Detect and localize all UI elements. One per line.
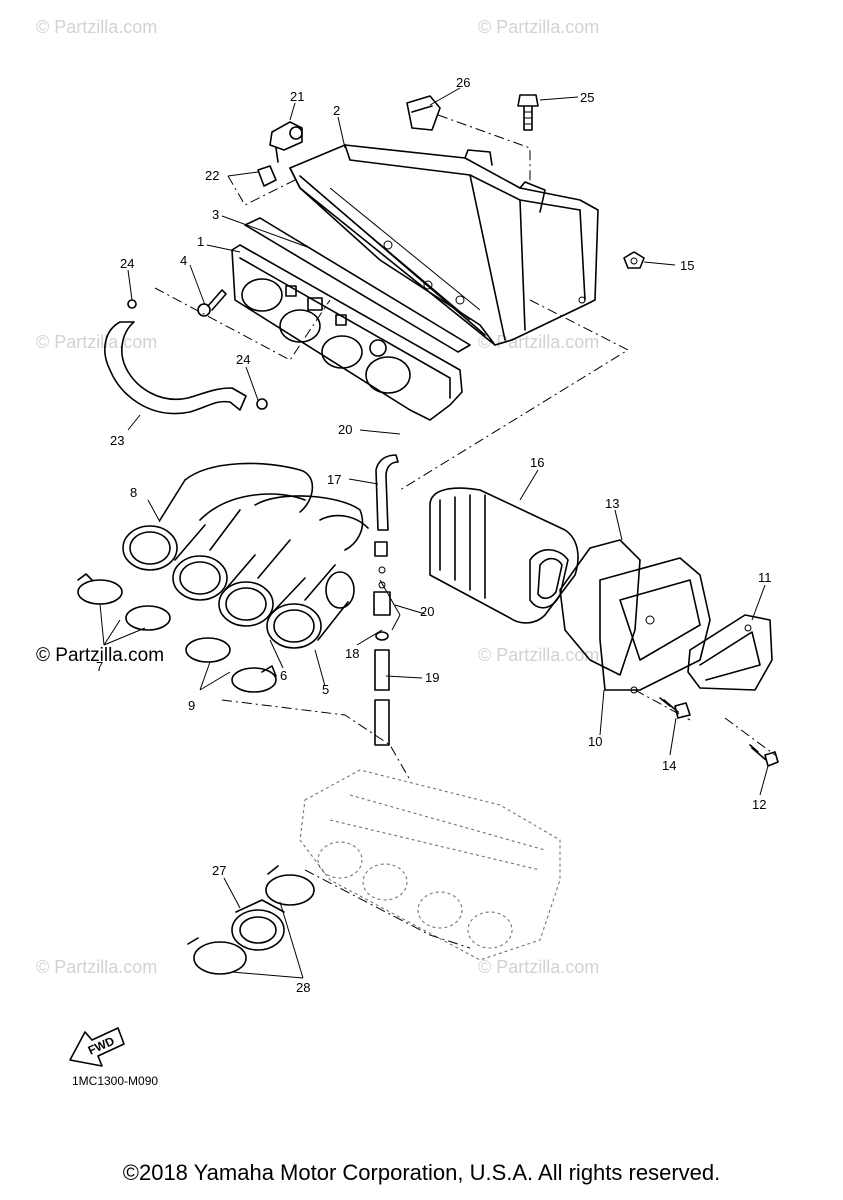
- watermark: © Partzilla.com: [36, 17, 157, 37]
- drain-pipe: [375, 454, 399, 531]
- callout-25: 25: [580, 90, 594, 105]
- screw: [197, 289, 227, 317]
- case-gasket: [244, 217, 471, 353]
- intake-joints: [122, 462, 369, 649]
- hose-clip: [257, 165, 277, 187]
- callout-12: 12: [752, 797, 766, 812]
- callout-3: 3: [212, 207, 219, 222]
- throttle-body-outline: [299, 769, 561, 961]
- callout-27: 27: [212, 863, 226, 878]
- fwd-arrow-icon: FWD: [69, 1027, 125, 1067]
- callout-28: 28: [296, 980, 310, 995]
- watermark: © Partzilla.com: [478, 645, 599, 665]
- joint-27: [231, 899, 285, 951]
- case-bolt: [517, 94, 539, 131]
- callout-18: 18: [345, 646, 359, 661]
- air-filter-case: [289, 144, 599, 346]
- callout-23: 23: [110, 433, 124, 448]
- callouts: 21 2 26 25 22 3 1 4 24 15 24 23 20 17 16…: [96, 75, 772, 995]
- drain-hose: [374, 649, 390, 746]
- diagram-code: 1MC1300-M090: [72, 1074, 158, 1088]
- screw-14: [659, 697, 691, 719]
- watermark: © Partzilla.com: [478, 957, 599, 977]
- nut: [623, 251, 645, 269]
- hose-clamps: [77, 573, 277, 693]
- callout-5: 5: [322, 682, 329, 697]
- callout-8: 8: [130, 485, 137, 500]
- watermark: © Partzilla.com: [36, 332, 157, 352]
- callout-15: 15: [680, 258, 694, 273]
- cover-gasket: [559, 539, 641, 676]
- callout-10: 10: [588, 734, 602, 749]
- copyright-notice: ©2018 Yamaha Motor Corporation, U.S.A. A…: [122, 1160, 721, 1185]
- callout-7: 7: [96, 659, 103, 674]
- callout-24: 24: [120, 256, 134, 271]
- callout-4: 4: [180, 253, 187, 268]
- callout-19: 19: [425, 670, 439, 685]
- assembly-lines: [154, 114, 776, 949]
- callout-11: 11: [758, 570, 772, 585]
- clamps-28: [187, 865, 315, 975]
- callout-9: 9: [188, 698, 195, 713]
- air-filter-element: [429, 487, 579, 624]
- case-bracket: [406, 95, 441, 131]
- callout-2: 2: [333, 103, 340, 118]
- callout-26: 26: [456, 75, 470, 90]
- callout-6: 6: [280, 668, 287, 683]
- air-box-joint: [231, 244, 463, 421]
- watermark: © Partzilla.com: [36, 645, 164, 666]
- breather-hose: [104, 321, 247, 415]
- callout-20: 20: [338, 422, 352, 437]
- callout-24: 24: [236, 352, 250, 367]
- callout-21: 21: [290, 89, 304, 104]
- callout-14: 14: [662, 758, 676, 773]
- watermark: © Partzilla.com: [36, 957, 157, 977]
- filter-cover: [599, 557, 711, 694]
- watermark: © Partzilla.com: [478, 17, 599, 37]
- outer-cover: [687, 614, 773, 691]
- callout-1: 1: [197, 234, 204, 249]
- hose-fitting: [269, 121, 303, 163]
- leader-lines: [99, 87, 769, 979]
- callout-17: 17: [327, 472, 341, 487]
- check-valve: [373, 541, 391, 641]
- screw-12: [749, 744, 779, 767]
- callout-22: 22: [205, 168, 219, 183]
- callout-13: 13: [605, 496, 619, 511]
- callout-16: 16: [530, 455, 544, 470]
- watermark: © Partzilla.com: [478, 332, 599, 352]
- callout-20: 20: [420, 604, 434, 619]
